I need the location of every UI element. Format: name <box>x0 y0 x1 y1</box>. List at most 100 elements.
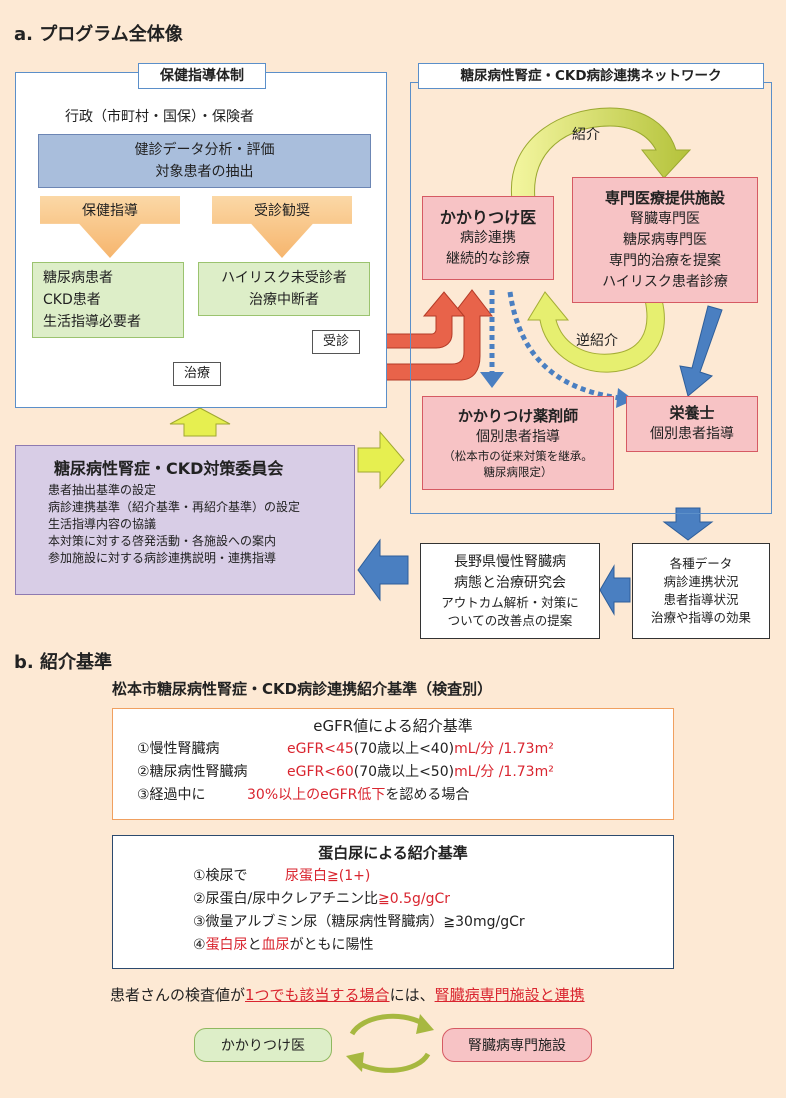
dotted-arrow-nutritionist <box>507 291 621 401</box>
research-to-committee-arrow <box>357 538 409 602</box>
egfr-row-1-red2: mL/分 /1.73m² <box>454 741 554 757</box>
conclusion-red-2: 腎臓病専門施設と連携 <box>434 986 585 1004</box>
egfr-row-1: ①慢性腎臓病 eGFR<45(70歳以上<40)mL/分 /1.73m² <box>137 738 673 761</box>
data-line-4: 治療や指導の効果 <box>650 610 751 625</box>
protein-row-4-red2: 血尿 <box>261 937 290 953</box>
protein-row-2: ②尿蛋白/尿中クレアチニン比≧0.5g/gCr <box>193 888 673 911</box>
protein-row-4-mid: と <box>247 937 262 953</box>
network-panel-title: 糖尿病性腎症・CKD病診連携ネットワーク <box>418 63 764 89</box>
reverse-referral-curve-arrow <box>527 291 665 373</box>
conclusion-red-1: 1つでも該当する場合 <box>245 986 390 1004</box>
data-to-research-arrow <box>599 564 631 616</box>
research-sub-1: アウトカム解析・対策に <box>441 595 579 610</box>
pharmacist-title: かかりつけ薬剤師 <box>457 407 579 425</box>
conclusion-mid: には、 <box>389 986 435 1004</box>
egfr-row-2-red1: eGFR<60 <box>287 764 354 780</box>
protein-row-1-red: 尿蛋白≧(1+) <box>285 868 371 884</box>
egfr-row-3-red: 30%以上のeGFR低下 <box>247 787 386 803</box>
patient-line-2: CKD患者 <box>43 292 101 308</box>
protein-row-4-red1: 蛋白尿 <box>205 937 248 953</box>
data-analysis-box: 健診データ分析・評価 対象患者の抽出 <box>38 134 371 188</box>
egfr-row-1-black: (70歳以上<40) <box>353 741 455 757</box>
protein-row-2-red: ≧0.5g/gCr <box>378 891 451 907</box>
research-box: 長野県慢性腎臓病 病態と治療研究会 アウトカム解析・対策に ついての改善点の提案 <box>420 543 600 639</box>
up-yellow-arrow <box>169 407 231 437</box>
pharmacist-box: かかりつけ薬剤師 個別患者指導 （松本市の従来対策を継承。 糖尿病限定） <box>422 396 614 490</box>
section-b-subtitle: 松本市糖尿病性腎症・CKD病診連携紹介基準（検査別） <box>112 680 493 698</box>
nutritionist-line-1: 個別患者指導 <box>650 426 734 442</box>
egfr-row-2-black: (70歳以上<50) <box>353 764 455 780</box>
section-b-title: b. 紹介基準 <box>14 652 112 673</box>
nutritionist-title: 栄養士 <box>669 404 715 422</box>
highrisk-line-1: ハイリスク未受診者 <box>221 270 347 286</box>
committee-box: 糖尿病性腎症・CKD対策委員会 患者抽出基準の設定 病診連携基準（紹介基準・再紹… <box>15 445 355 595</box>
specialist-line-2: 糖尿病専門医 <box>623 231 707 248</box>
admin-label: 行政（市町村・国保）・保険者 <box>65 109 254 125</box>
egfr-title: eGFR値による紹介基準 <box>313 717 473 735</box>
reverse-referral-label: 逆紹介 <box>576 333 618 349</box>
protein-row-4-tail: がともに陽性 <box>289 937 374 953</box>
protein-row-1: ①検尿で尿蛋白≧(1+) <box>193 865 673 888</box>
network-down-arrow <box>662 507 714 541</box>
bottom-family-doctor: かかりつけ医 <box>194 1028 332 1062</box>
committee-item-3: 生活指導内容の協議 <box>48 517 157 531</box>
egfr-row-3-label: ③経過中に <box>137 787 206 803</box>
pharmacist-line-1: 個別患者指導 <box>476 429 560 445</box>
bottom-kidney-facility: 腎臓病専門施設 <box>442 1028 592 1062</box>
research-line-2: 病態と治療研究会 <box>454 575 566 591</box>
pharmacist-line-3: 糖尿病限定） <box>483 465 553 479</box>
conclusion-line: 患者さんの検査値が1つでも該当する場合には、腎臓病専門施設と連携 <box>110 984 730 1005</box>
right-yellow-arrow <box>357 430 405 490</box>
egfr-row-2-red2: mL/分 /1.73m² <box>454 764 554 780</box>
protein-row-3: ③微量アルブミン尿（糖尿病性腎臓病）≧30mg/gCr <box>193 911 673 934</box>
family-doctor-line-1: 病診連携 <box>460 229 516 246</box>
specialist-line-4: ハイリスク患者診療 <box>602 273 728 290</box>
cycle-arrow-top <box>349 1013 426 1036</box>
family-doctor-box: かかりつけ医 病診連携 継続的な診療 <box>422 196 554 280</box>
egfr-row-3-tail: を認める場合 <box>385 787 470 803</box>
specialist-to-nutritionist-arrow <box>679 305 723 397</box>
patient-line-1: 糖尿病患者 <box>43 270 113 286</box>
protein-criteria-box: 蛋白尿による紹介基準 ①検尿で尿蛋白≧(1+) ②尿蛋白/尿中クレアチニン比≧0… <box>112 835 674 969</box>
highrisk-line-2: 治療中断者 <box>249 292 319 308</box>
consult-label: 受診 <box>312 330 361 354</box>
specialist-title: 専門医療提供施設 <box>604 188 725 207</box>
analysis-line-1: 健診データ分析・評価 <box>134 142 275 158</box>
egfr-row-1-red1: eGFR<45 <box>287 741 354 757</box>
protein-row-3-label: ③微量アルブミン尿（糖尿病性腎臓病） <box>193 914 444 930</box>
cycle-arrow-bottom <box>354 1052 431 1073</box>
patients-box: 糖尿病患者 CKD患者 生活指導必要者 <box>32 262 184 338</box>
health-panel-title: 保健指導体制 <box>138 63 266 89</box>
committee-item-5: 参加施設に対する病診連携説明・連携指導 <box>48 551 277 565</box>
committee-item-1: 患者抽出基準の設定 <box>48 483 157 497</box>
protein-row-3-red: ≧30mg/gCr <box>443 914 525 930</box>
egfr-row-2-label: ②糖尿病性腎臓病 <box>137 764 248 780</box>
research-line-1: 長野県慢性腎臓病 <box>454 554 566 570</box>
committee-title: 糖尿病性腎症・CKD対策委員会 <box>54 459 284 478</box>
protein-row-2-label: ②尿蛋白/尿中クレアチニン比 <box>193 891 378 907</box>
data-line-3: 患者指導状況 <box>663 592 739 607</box>
data-box: 各種データ 病診連携状況 患者指導状況 治療や指導の効果 <box>632 543 770 639</box>
pharmacist-line-2: （松本市の従来対策を継承。 <box>443 449 593 463</box>
highrisk-box: ハイリスク未受診者 治療中断者 <box>198 262 370 316</box>
egfr-row-3: ③経過中に 30%以上のeGFR低下を認める場合 <box>137 784 673 807</box>
family-doctor-title: かかりつけ医 <box>439 207 537 227</box>
section-a-title: a. プログラム全体像 <box>14 24 183 45</box>
egfr-row-1-label: ①慢性腎臓病 <box>137 741 220 757</box>
data-line-1: 各種データ <box>669 556 733 571</box>
treatment-label: 治療 <box>173 362 222 386</box>
specialist-line-1: 腎臓専門医 <box>630 210 700 227</box>
nutritionist-box: 栄養士 個別患者指導 <box>626 396 758 452</box>
committee-item-2: 病診連携基準（紹介基準・再紹介基準）の設定 <box>48 500 301 514</box>
guidance-arrow-label: 保健指導 <box>82 203 138 219</box>
specialist-box: 専門医療提供施設 腎臓専門医 糖尿病専門医 専門的治療を提案 ハイリスク患者診療 <box>572 177 758 303</box>
data-line-2: 病診連携状況 <box>663 574 739 589</box>
referral-curve-arrow <box>510 107 692 201</box>
research-sub-2: ついての改善点の提案 <box>447 613 573 628</box>
committee-item-4: 本対策に対する啓発活動・各施設への案内 <box>48 534 277 548</box>
protein-row-4-pre: ④ <box>193 937 206 953</box>
family-doctor-line-2: 継続的な診療 <box>446 250 530 267</box>
protein-row-4: ④蛋白尿と血尿がともに陽性 <box>193 934 673 957</box>
